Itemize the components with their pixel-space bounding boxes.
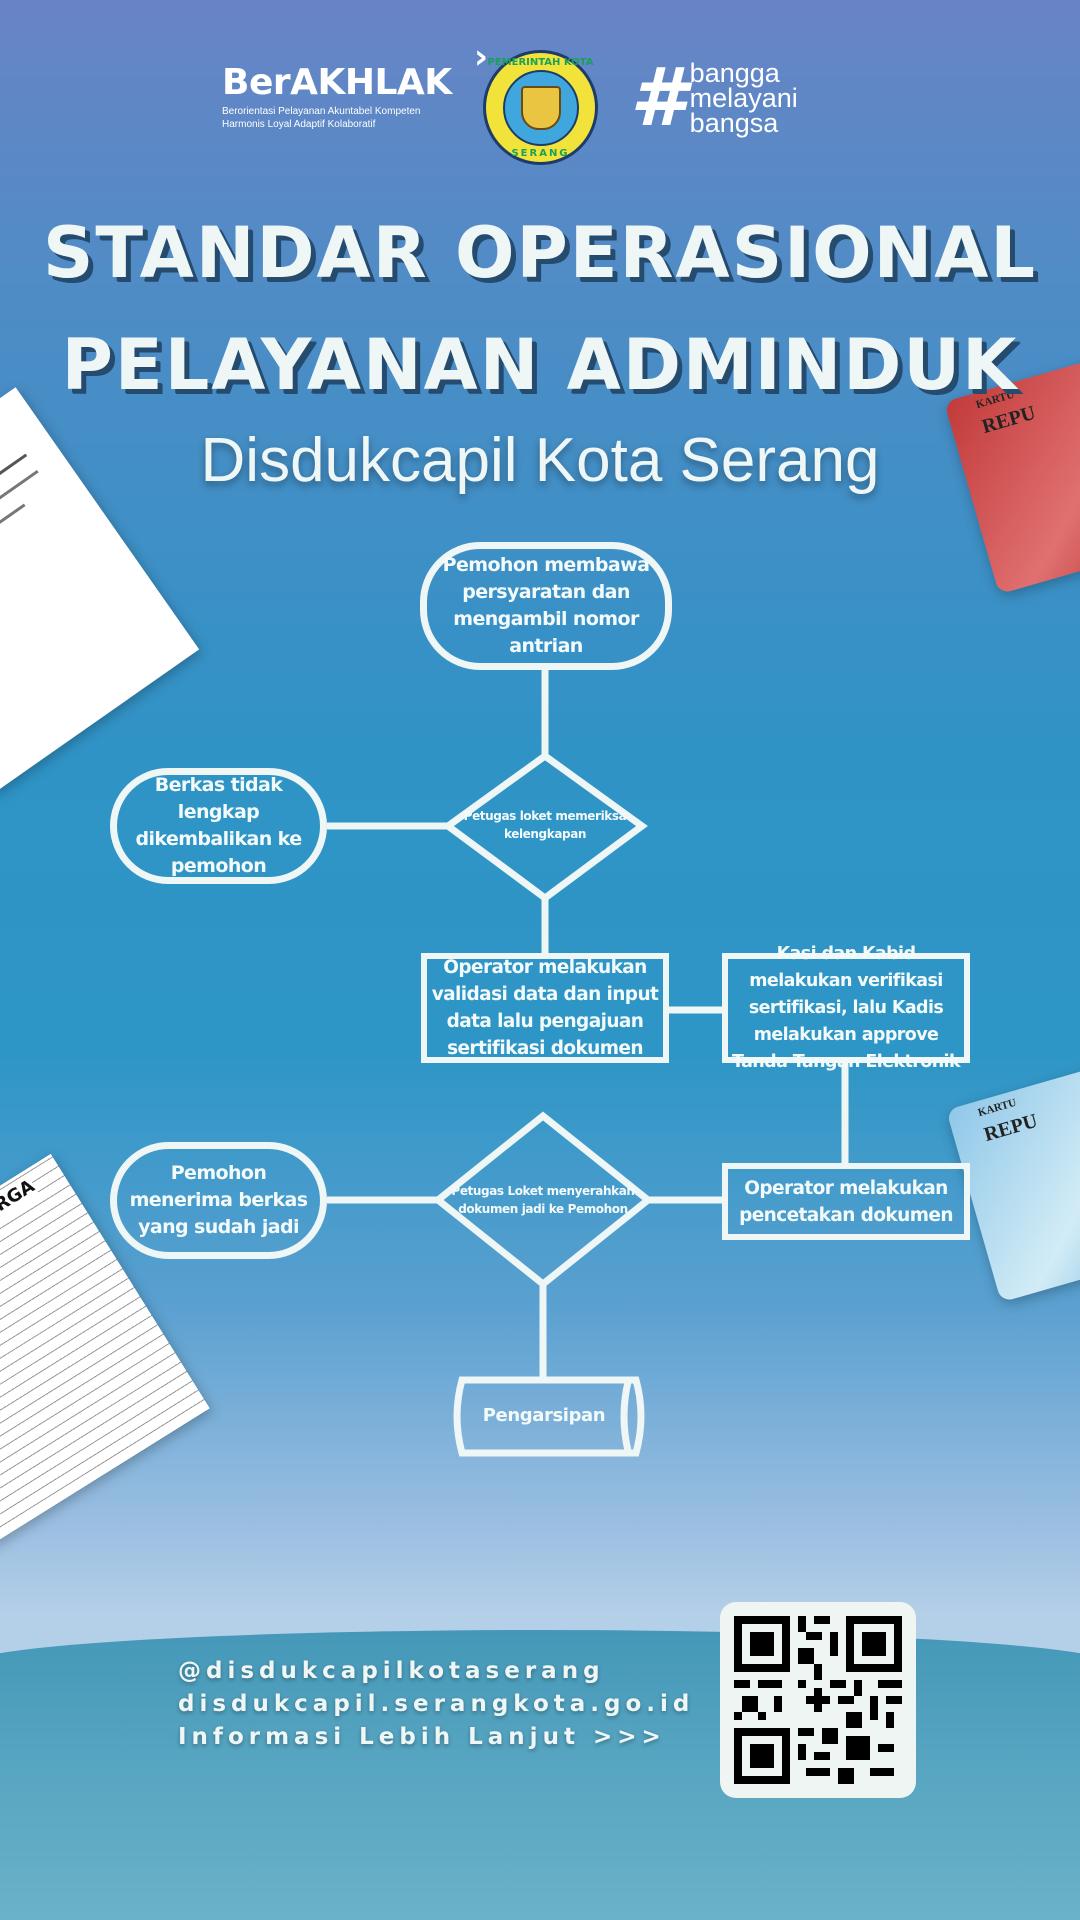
- flow-check-label: Petugas loket memeriksa kelengkapan: [463, 809, 627, 841]
- berakhlak-tagline: Berorientasi Pelayanan Akuntabel Kompete…: [222, 106, 421, 117]
- website-link[interactable]: disdukcapil.serangkota.go.id: [178, 1691, 695, 1717]
- bangga-line: bangsa: [689, 107, 779, 138]
- archive-storage-curve: [620, 1381, 632, 1452]
- flow-handover-label: Petugas Loket menyerahkan dokumen jadi k…: [451, 1184, 635, 1216]
- contact-info: @disdukcapilkotaserang disdukcapil.seran…: [178, 1655, 694, 1754]
- title-line-1: STANDAR OPERASIONAL: [42, 212, 1038, 294]
- decision-diamond-check: [442, 751, 648, 903]
- bangga-melayani-bangsa-logo: # bangga melayani bangsa: [630, 58, 798, 138]
- bangga-line: bangga: [689, 57, 780, 88]
- flow-archive-label: Pengarsipan: [482, 1405, 606, 1426]
- emblem-bottom-text: SERANG: [511, 148, 570, 159]
- flow-start-node: Pemohon membawa persyaratan dan mengambi…: [420, 542, 672, 670]
- qr-code-pattern: [734, 1616, 902, 1784]
- pemerintah-kota-serang-emblem: PEMERINTAH KOTA SERANG: [483, 50, 598, 165]
- flow-validate-node: Operator melakukan validasi data dan inp…: [421, 953, 669, 1063]
- berakhlak-logo: › BerAKHLAK Berorientasi Pelayanan Akunt…: [222, 40, 488, 131]
- title-line-2: PELAYANAN ADMINDUK: [61, 324, 1019, 406]
- more-info-link[interactable]: Informasi Lebih Lanjut >>>: [178, 1724, 666, 1750]
- flow-incomplete-node: Berkas tidak lengkap dikembalikan ke pem…: [110, 768, 327, 884]
- flow-verify-node: Kasi dan Kabid melakukan verifikasi sert…: [722, 944, 970, 1072]
- chevron-right-icon: ›: [474, 37, 489, 77]
- decision-diamond-handover: [432, 1111, 654, 1289]
- flow-print-node: Operator melakukan pencetakan dokumen: [722, 1163, 970, 1240]
- shield-icon: [520, 85, 561, 130]
- berakhlak-tagline: Harmonis Loyal Adaptif Kolaboratif: [222, 119, 376, 130]
- bangga-line: melayani: [689, 82, 798, 113]
- flow-receive-node: Pemohon menerima berkas yang sudah jadi: [110, 1142, 327, 1259]
- hashtag-icon: #: [630, 51, 686, 144]
- archive-storage-shape: [453, 1376, 645, 1457]
- berakhlak-name: BerAKHLAK: [222, 62, 452, 103]
- qr-code[interactable]: [720, 1602, 916, 1798]
- emblem-top-text: PEMERINTAH KOTA: [487, 57, 594, 68]
- instagram-handle-link[interactable]: @disdukcapilkotaserang: [178, 1658, 605, 1684]
- subtitle: Disdukcapil Kota Serang: [200, 426, 880, 495]
